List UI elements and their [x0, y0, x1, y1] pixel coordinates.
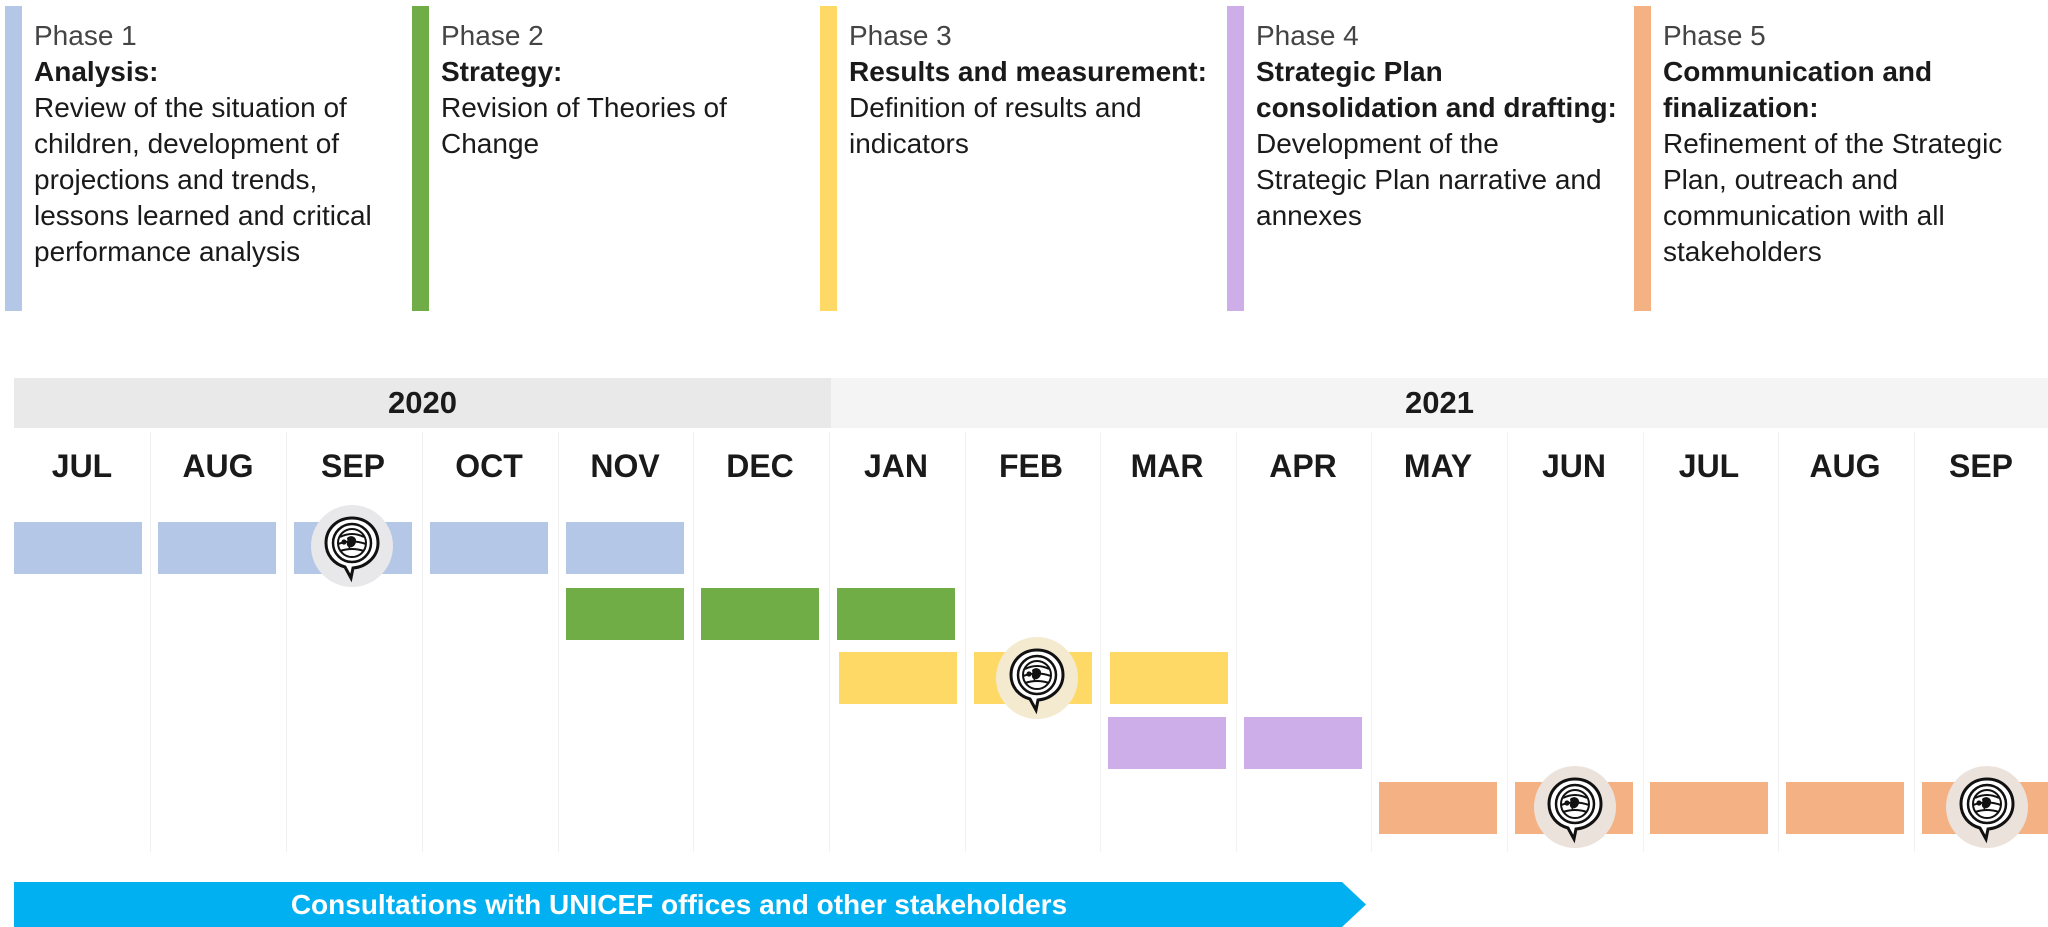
month-gridline: [965, 432, 966, 852]
phase-1-block-aug-2020: [158, 522, 276, 574]
month-label-sep-2020: SEP: [320, 448, 386, 484]
month-label-mar-2021: MAR: [1130, 448, 1204, 484]
phase-5-card: Phase 5 Communication and finalization: …: [1634, 6, 2034, 311]
phase-5-block-jul-2021: [1650, 782, 1768, 834]
phase-2-block-jan-2021: [837, 588, 955, 640]
phase-1-number: Phase 1: [34, 20, 137, 51]
year-2021-band: 2021: [831, 378, 2048, 428]
consultation-label: Consultations with UNICEF offices and ot…: [290, 888, 1068, 920]
month-gridline: [1778, 432, 1779, 852]
unicef-emblem-icon: [1946, 766, 2028, 848]
month-label-may-2021: MAY: [1403, 448, 1473, 484]
phase-3-description: Definition of results and indicators: [849, 92, 1142, 159]
month-label-jul-2021: JUL: [1678, 448, 1740, 484]
month-label-feb-2021: FEB: [999, 448, 1063, 484]
phase-4-number: Phase 4: [1256, 20, 1359, 51]
unicef-emblem-icon: [996, 637, 1078, 719]
phase-4-color-bar: [1227, 6, 1244, 311]
month-gridline: [693, 432, 694, 852]
phase-5-number: Phase 5: [1663, 20, 1766, 51]
phase-1-card: Phase 1 Analysis: Review of the situatio…: [5, 6, 395, 311]
phase-1-block-nov-2020: [566, 522, 684, 574]
consultation-arrow-shape: [14, 882, 1366, 927]
month-label-aug-2020: AUG: [182, 448, 254, 484]
month-gridline: [1507, 432, 1508, 852]
month-gridline: [1643, 432, 1644, 852]
year-2020-label: 2020: [388, 385, 457, 420]
year-2021-label: 2021: [1405, 385, 1474, 420]
phase-4-card: Phase 4 Strategic Plan consolidation and…: [1227, 6, 1617, 311]
month-label-aug-2021: AUG: [1809, 448, 1881, 484]
month-gridline: [1236, 432, 1237, 852]
month-label-nov-2020: NOV: [590, 448, 660, 484]
month-gridline: [422, 432, 423, 852]
phase-3-block-mar-2021: [1110, 652, 1228, 704]
phase-2-card: Phase 2 Strategy: Revision of Theories o…: [412, 6, 802, 311]
month-gridline: [1371, 432, 1372, 852]
phase-5-description: Refinement of the Strategic Plan, outrea…: [1663, 128, 2003, 267]
phase-5-title: Communication and finalization:: [1663, 56, 1933, 123]
month-label-jan-2021: JAN: [863, 448, 928, 484]
phase-2-block-dec-2020: [701, 588, 819, 640]
phase-4-description: Development of the Strategic Plan narrat…: [1256, 128, 1602, 231]
month-label-dec-2020: DEC: [726, 448, 794, 484]
phase-2-number: Phase 2: [441, 20, 544, 51]
phase-1-description: Review of the situation of children, dev…: [34, 92, 372, 267]
phase-3-title: Results and measurement:: [849, 56, 1207, 87]
phase-1-color-bar: [5, 6, 22, 311]
unicef-emblem-icon: [311, 505, 393, 587]
month-gridline: [1100, 432, 1101, 852]
year-2020-band: 2020: [14, 378, 831, 428]
month-gridline: [558, 432, 559, 852]
phase-1-title: Analysis:: [34, 56, 159, 87]
phase-4-title: Strategic Plan consolidation and draftin…: [1256, 56, 1617, 123]
month-label-jun-2021: JUN: [1541, 448, 1606, 484]
month-label-apr-2021: APR: [1269, 448, 1337, 484]
month-label-jul-2020: JUL: [51, 448, 113, 484]
phase-5-block-may-2021: [1379, 782, 1497, 834]
phase-4-block-mar-2021: [1108, 717, 1226, 769]
month-label-sep-2021: SEP: [1948, 448, 2014, 484]
phase-3-number: Phase 3: [849, 20, 952, 51]
phase-3-block-jan-2021: [839, 652, 957, 704]
phase-4-block-apr-2021: [1244, 717, 1362, 769]
phase-1-block-jul-2020: [14, 522, 142, 574]
phase-2-title: Strategy:: [441, 56, 563, 87]
phase-3-card: Phase 3 Results and measurement: Definit…: [820, 6, 1210, 311]
phase-3-color-bar: [820, 6, 837, 311]
phase-5-color-bar: [1634, 6, 1651, 311]
consultation-arrow: Consultations with UNICEF offices and ot…: [14, 882, 1366, 927]
month-gridline: [829, 432, 830, 852]
month-label-oct-2020: OCT: [455, 448, 523, 484]
month-gridline: [1914, 432, 1915, 852]
month-gridline: [150, 432, 151, 852]
phase-2-block-nov-2020: [566, 588, 684, 640]
phase-2-description: Revision of Theories of Change: [441, 92, 727, 159]
phase-5-block-aug-2021: [1786, 782, 1904, 834]
phase-1-block-oct-2020: [430, 522, 548, 574]
unicef-emblem-icon: [1534, 766, 1616, 848]
phase-2-color-bar: [412, 6, 429, 311]
month-gridline: [286, 432, 287, 852]
